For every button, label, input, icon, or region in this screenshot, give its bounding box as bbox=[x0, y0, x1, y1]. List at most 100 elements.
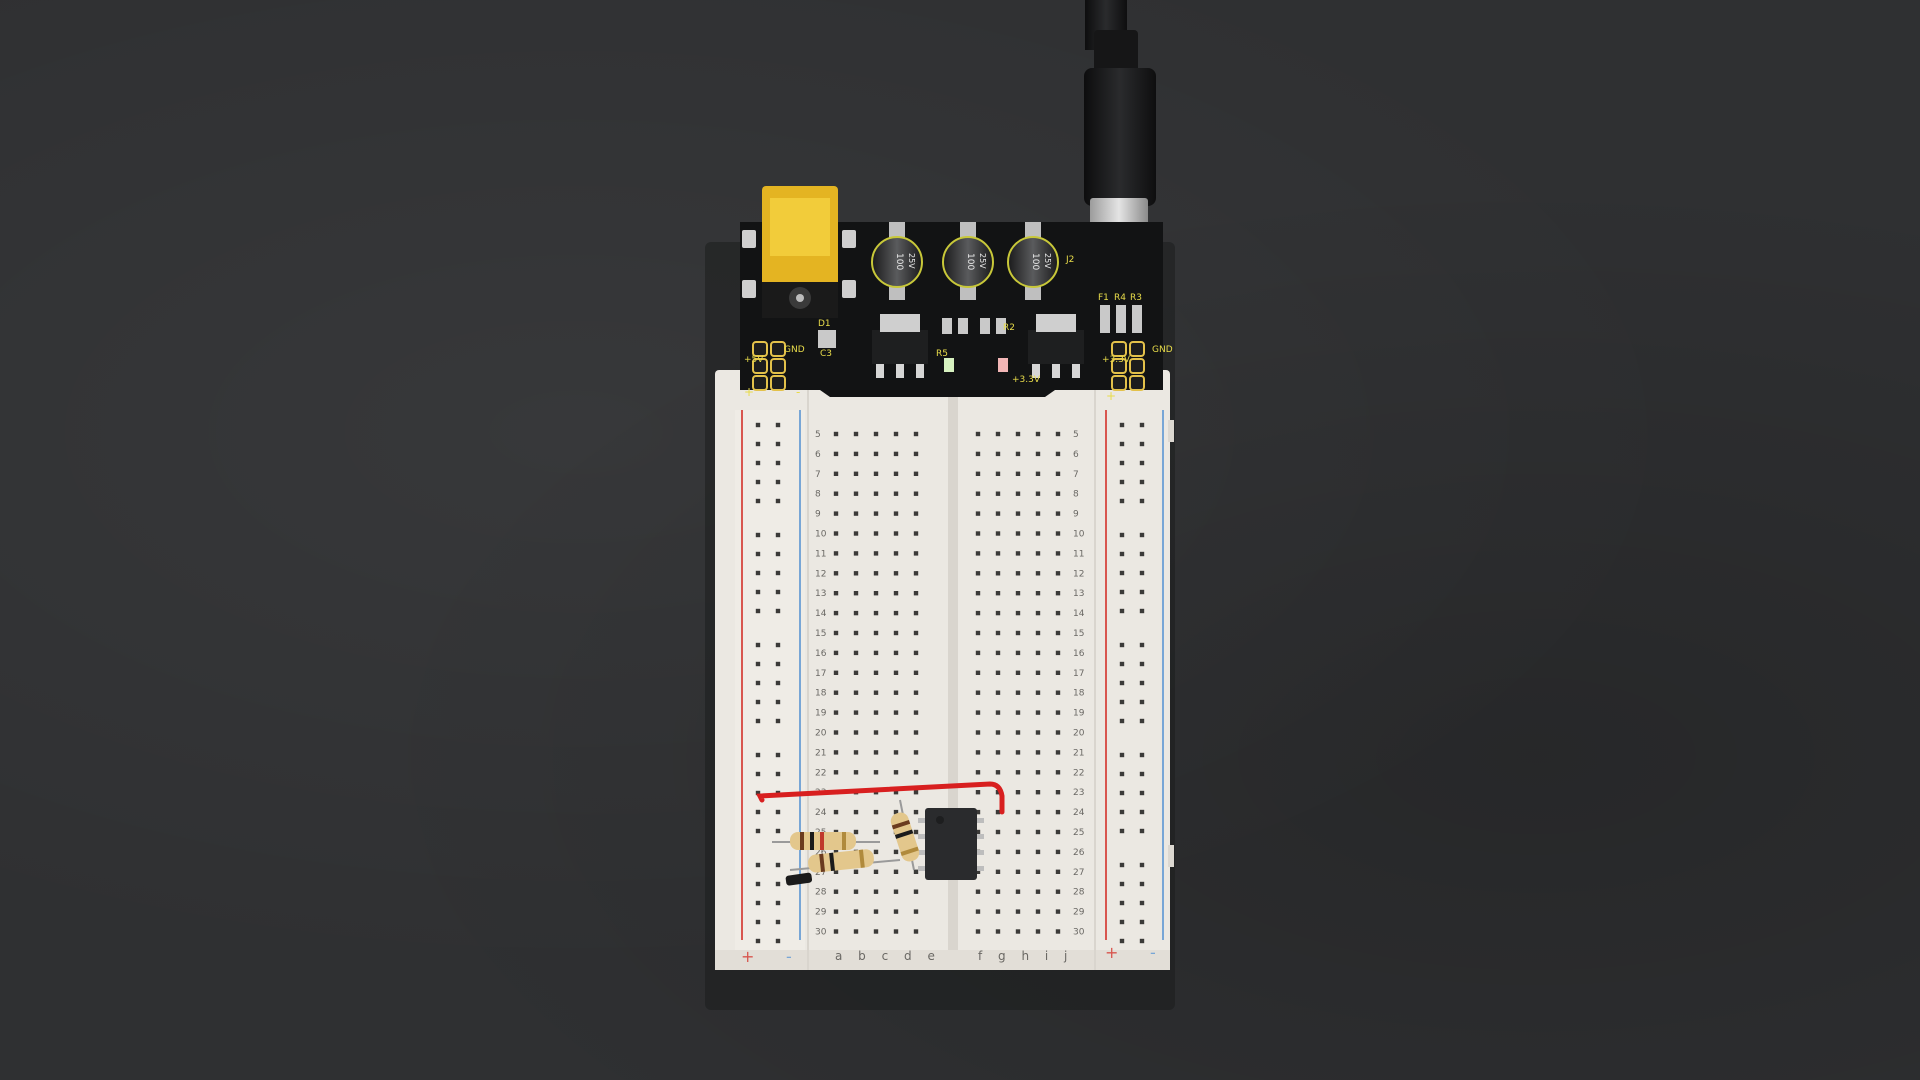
label-j2: J2 bbox=[1065, 255, 1074, 265]
hole bbox=[1015, 730, 1021, 735]
hole bbox=[853, 610, 859, 616]
hole bbox=[1139, 881, 1145, 887]
header-pin bbox=[770, 375, 786, 391]
hole bbox=[995, 790, 1001, 795]
hole bbox=[1015, 770, 1021, 775]
hole bbox=[1055, 849, 1061, 855]
hole bbox=[1119, 862, 1125, 868]
hole bbox=[853, 750, 859, 755]
row-number: 11 bbox=[815, 549, 826, 559]
hole bbox=[775, 881, 781, 887]
hole bbox=[913, 491, 919, 496]
hole bbox=[853, 571, 859, 576]
hole bbox=[913, 730, 919, 735]
hole bbox=[833, 730, 839, 735]
hole bbox=[1119, 589, 1125, 595]
hole bbox=[873, 750, 879, 755]
hole bbox=[853, 630, 859, 636]
row-number: 18 bbox=[815, 689, 827, 699]
hole bbox=[1055, 730, 1061, 735]
hole bbox=[913, 690, 919, 695]
hole bbox=[1119, 680, 1125, 686]
hole bbox=[755, 460, 761, 466]
hole bbox=[775, 771, 781, 777]
hole bbox=[893, 790, 899, 795]
hole bbox=[913, 571, 919, 576]
row-number: 5 bbox=[815, 430, 821, 440]
hole bbox=[1119, 919, 1125, 925]
hole bbox=[833, 491, 839, 496]
hole bbox=[1055, 451, 1061, 457]
hole bbox=[1015, 571, 1021, 576]
hole bbox=[755, 919, 761, 925]
label-3v3: +3.3V bbox=[1102, 355, 1131, 365]
hole bbox=[873, 929, 879, 934]
hole bbox=[913, 869, 919, 874]
hole bbox=[1139, 608, 1145, 614]
hole bbox=[755, 809, 761, 815]
row-number: 16 bbox=[1073, 649, 1085, 659]
hole bbox=[975, 471, 981, 476]
hole bbox=[1015, 809, 1021, 815]
row-number: 16 bbox=[815, 649, 827, 659]
hole bbox=[833, 809, 839, 815]
hole bbox=[975, 591, 981, 596]
hole bbox=[1015, 551, 1021, 556]
label-d1: D1 bbox=[818, 319, 831, 329]
hole bbox=[1035, 511, 1041, 516]
hole bbox=[1015, 849, 1021, 855]
hole bbox=[1119, 498, 1125, 504]
label-plus-right: + bbox=[1106, 389, 1116, 403]
hole bbox=[833, 710, 839, 715]
led-red bbox=[998, 358, 1008, 372]
hole bbox=[1015, 491, 1021, 496]
hole bbox=[853, 531, 859, 536]
label-5v: +5V bbox=[744, 355, 764, 365]
hole bbox=[1035, 431, 1041, 437]
row-number: 27 bbox=[815, 868, 826, 878]
hole bbox=[853, 770, 859, 775]
hole bbox=[755, 900, 761, 906]
hole bbox=[873, 849, 879, 855]
hole bbox=[1035, 809, 1041, 815]
hole bbox=[775, 752, 781, 758]
hole bbox=[913, 770, 919, 775]
hole bbox=[873, 909, 879, 914]
hole bbox=[833, 670, 839, 675]
hole bbox=[913, 650, 919, 656]
hole bbox=[975, 750, 981, 755]
header-pin bbox=[752, 341, 768, 357]
hole bbox=[1119, 752, 1125, 758]
hole bbox=[1015, 451, 1021, 457]
hole bbox=[1015, 630, 1021, 636]
header-pin bbox=[752, 375, 768, 391]
hole bbox=[833, 551, 839, 556]
rail-minus-left: - bbox=[786, 947, 792, 966]
hole bbox=[873, 591, 879, 596]
hole bbox=[975, 710, 981, 715]
hole bbox=[1055, 829, 1061, 835]
hole bbox=[775, 809, 781, 815]
hole bbox=[975, 809, 981, 815]
label-r4: R4 bbox=[1114, 293, 1126, 303]
hole bbox=[775, 460, 781, 466]
hole bbox=[775, 862, 781, 868]
row-number: 15 bbox=[1073, 629, 1084, 639]
hole bbox=[1015, 610, 1021, 616]
hole bbox=[913, 670, 919, 675]
hole bbox=[775, 718, 781, 724]
hole bbox=[1139, 752, 1145, 758]
hole bbox=[853, 929, 859, 934]
row-number: 12 bbox=[1073, 569, 1084, 579]
black-lead bbox=[785, 872, 813, 886]
hole bbox=[913, 710, 919, 715]
hole bbox=[1035, 451, 1041, 457]
hole bbox=[873, 869, 879, 874]
hole bbox=[1015, 431, 1021, 437]
hole bbox=[893, 889, 899, 894]
regulator-left bbox=[872, 330, 928, 364]
label-r2: R2 bbox=[1003, 323, 1015, 333]
hole bbox=[975, 630, 981, 636]
hole bbox=[873, 809, 879, 815]
hole bbox=[975, 730, 981, 735]
